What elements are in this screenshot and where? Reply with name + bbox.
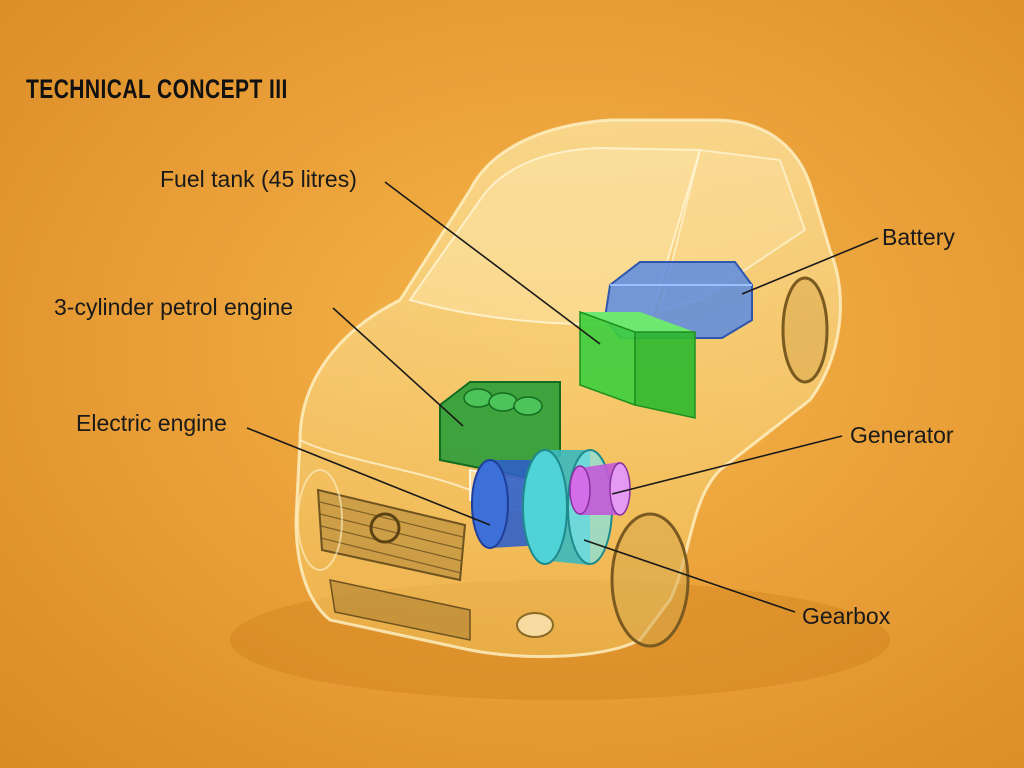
gearbox-label: Gearbox (802, 603, 891, 629)
car-logo (369, 512, 401, 544)
leader-line-fuel-tank (384, 181, 601, 345)
battery-label: Battery (882, 224, 955, 250)
rear-wheel (781, 276, 829, 384)
page-title: TECHNICAL CONCEPT III (26, 74, 288, 104)
car-grille (316, 488, 467, 582)
petrol-engine-label: 3-cylinder petrol engine (54, 294, 294, 320)
leader-line-generator (611, 435, 843, 495)
leader-line-electric-engine (246, 427, 491, 526)
leader-line-battery (741, 237, 879, 295)
leader-line-gearbox (583, 539, 796, 613)
electric-engine-label: Electric engine (76, 410, 227, 436)
fuel-tank-label: Fuel tank (45 litres) (160, 166, 357, 192)
fog-light (516, 612, 554, 638)
front-left-wheel-arch (297, 469, 343, 571)
generator-component (569, 462, 631, 516)
fuel-tank-component (579, 310, 696, 419)
car-lower-intake (329, 579, 471, 641)
generator-label: Generator (850, 422, 954, 448)
car-hood-line (299, 439, 471, 491)
leader-line-petrol-engine (332, 307, 464, 427)
front-wheel (610, 512, 690, 648)
